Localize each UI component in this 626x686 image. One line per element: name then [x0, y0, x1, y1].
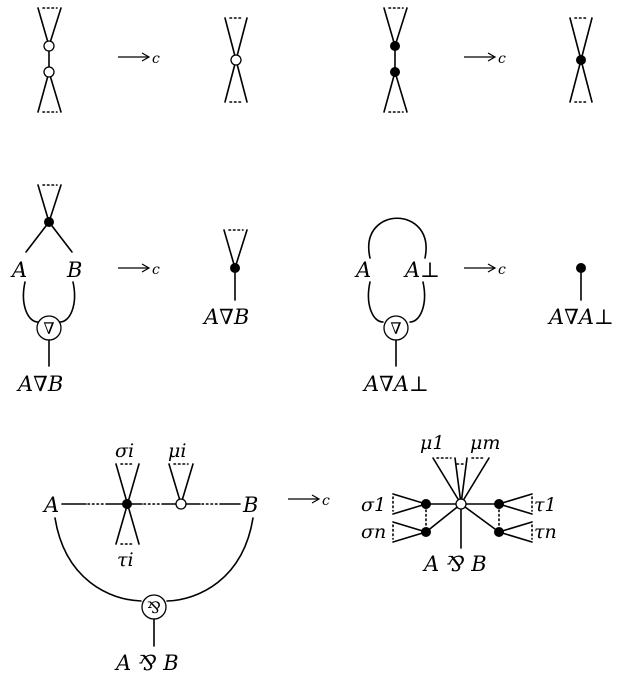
- black-node: [494, 499, 504, 509]
- label-mu-1: μ1: [420, 432, 444, 454]
- reduction-arrow: c: [118, 51, 160, 67]
- rule-nabla-axiom: A A⊥ ∇ A∇A⊥ c A∇A⊥: [354, 217, 614, 396]
- black-node: [390, 41, 400, 51]
- white-node: [43, 40, 55, 52]
- label-A-nabla-A-perp: A∇A⊥: [547, 305, 614, 329]
- label-tau-1: τ1: [534, 494, 557, 516]
- label-mu-m: μm: [470, 432, 500, 454]
- label-A: A: [42, 493, 59, 517]
- nabla-symbol: ∇: [390, 319, 401, 338]
- black-node: [230, 263, 240, 273]
- label-B: B: [242, 493, 258, 517]
- lhs-par-structure: A σi τi μi B ⅋: [42, 440, 258, 675]
- white-node: [175, 498, 187, 510]
- label-A-nabla-B: A∇B: [202, 305, 249, 329]
- label-tau-n: τn: [534, 521, 557, 543]
- white-node: [230, 54, 242, 66]
- white-node: [455, 498, 467, 510]
- black-node: [576, 55, 586, 65]
- label-A: A: [354, 258, 371, 282]
- arrow-label: c: [152, 262, 160, 278]
- label-mu-i: μi: [168, 440, 186, 462]
- rule-black-merge: c: [383, 7, 593, 113]
- arrow-label: c: [152, 51, 160, 67]
- arrow-label: c: [498, 51, 506, 67]
- rhs-axiom-result: A∇A⊥: [547, 263, 614, 329]
- black-node: [390, 67, 400, 77]
- rhs-par-result: μ1 μm σ1 σn τ1 τn: [361, 432, 557, 576]
- rule-white-merge: c: [37, 7, 248, 113]
- label-tau-i: τi: [117, 549, 134, 571]
- label-A-par-B: A ⅋ B: [422, 552, 487, 576]
- par-symbol: ⅋: [147, 598, 161, 617]
- lhs-black-pair: [383, 7, 408, 113]
- nabla-symbol: ∇: [43, 319, 54, 338]
- rhs-white-node: [224, 17, 248, 103]
- rule-par: A σi τi μi B ⅋: [42, 432, 557, 675]
- label-A-perp: A⊥: [403, 258, 440, 282]
- white-node: [43, 66, 55, 78]
- reduction-arrow: c: [464, 262, 506, 278]
- label-A-nabla-B: A∇B: [16, 372, 63, 396]
- lhs-axiom-structure: A A⊥ ∇ A∇A⊥: [354, 217, 440, 396]
- reduction-arrow: c: [118, 262, 160, 278]
- rhs-black-node: [569, 17, 593, 103]
- label-A-nabla-A-perp: A∇A⊥: [362, 372, 429, 396]
- label-sigma-i: σi: [115, 440, 134, 462]
- lhs-nabla-structure: A B ∇ A∇B: [10, 184, 82, 396]
- label-A-par-B: A ⅋ B: [114, 651, 179, 675]
- label-B: B: [66, 258, 82, 282]
- label-sigma-1: σ1: [361, 494, 386, 516]
- reduction-arrow: c: [464, 51, 506, 67]
- black-node: [494, 527, 504, 537]
- reduction-arrow: c: [288, 493, 330, 509]
- black-node: [421, 527, 431, 537]
- arrow-label: c: [498, 262, 506, 278]
- arrow-label: c: [322, 493, 330, 509]
- label-A: A: [10, 258, 27, 282]
- black-node: [44, 217, 54, 227]
- black-node: [576, 263, 586, 273]
- lhs-white-pair: [37, 7, 62, 113]
- black-node: [421, 499, 431, 509]
- rhs-nabla-result: A∇B: [202, 229, 249, 329]
- rule-nabla-black: A B ∇ A∇B c A∇B: [10, 184, 249, 396]
- label-sigma-n: σn: [361, 521, 386, 543]
